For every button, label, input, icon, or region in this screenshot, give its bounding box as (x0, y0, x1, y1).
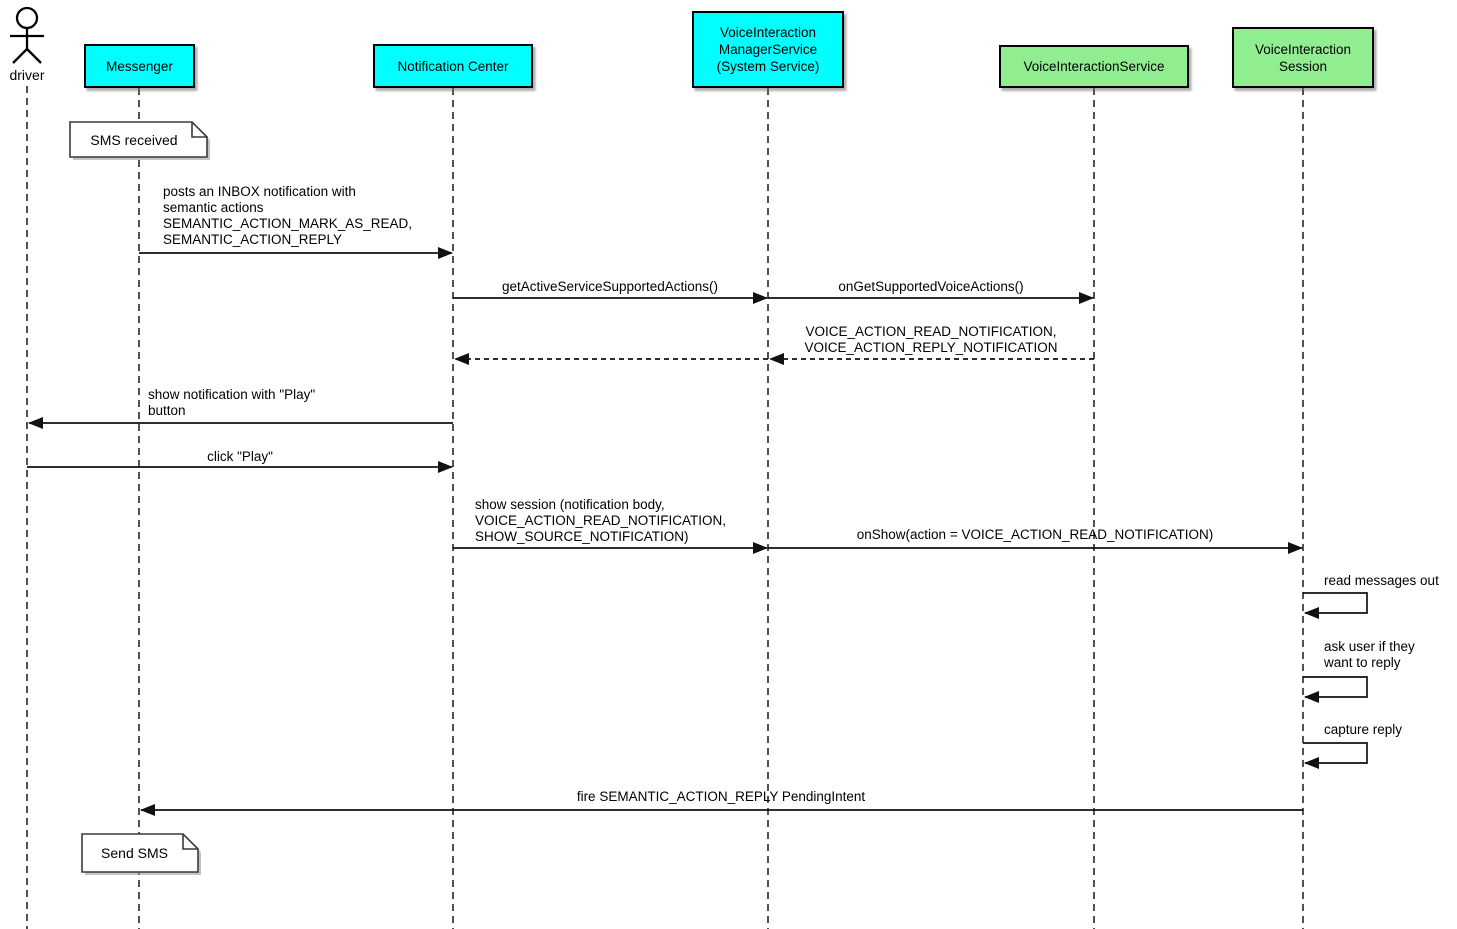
message-show-session: show session (notification body, VOICE_A… (475, 497, 727, 544)
message-read-messages-out: read messages out (1324, 573, 1439, 588)
message-posts-inbox-notification: posts an INBOX notification with semanti… (163, 184, 413, 247)
note-sms-received-shape (69, 121, 210, 160)
message-fire-semantic-action-reply: fire SEMANTIC_ACTION_REPLY PendingIntent (576, 789, 866, 804)
message-voice-actions-return: VOICE_ACTION_READ_NOTIFICATION, VOICE_AC… (804, 324, 1058, 355)
note-send-sms: Send SMS (101, 845, 168, 861)
message-ask-user-reply: ask user if they want to reply (1324, 639, 1415, 670)
participant-voice-interaction-manager-service: VoiceInteraction ManagerService (System … (692, 11, 844, 88)
arrow-self-read-messages-out (1303, 592, 1368, 619)
actor-driver-label: driver (9, 67, 45, 83)
note-sms-received: SMS received (90, 131, 178, 148)
participant-messenger: Messenger (84, 44, 195, 88)
participant-voice-interaction-service: VoiceInteractionService (999, 45, 1189, 88)
participant-voice-interaction-session: VoiceInteraction Session (1232, 27, 1374, 88)
arrow-self-ask-user-reply (1303, 676, 1368, 703)
message-click-play: click "Play" (207, 449, 273, 464)
message-get-active-service-supported-actions: getActiveServiceSupportedActions() (501, 279, 719, 294)
message-capture-reply: capture reply (1324, 722, 1403, 737)
arrow-self-capture-reply (1303, 742, 1368, 769)
message-on-get-supported-voice-actions: onGetSupportedVoiceActions() (838, 279, 1024, 294)
message-show-notification: show notification with "Play" button (148, 387, 316, 418)
actor-driver-icon (10, 6, 44, 64)
participant-notification-center: Notification Center (373, 44, 533, 88)
note-send-sms-shape (81, 833, 201, 875)
message-on-show: onShow(action = VOICE_ACTION_READ_NOTIFI… (856, 527, 1214, 542)
